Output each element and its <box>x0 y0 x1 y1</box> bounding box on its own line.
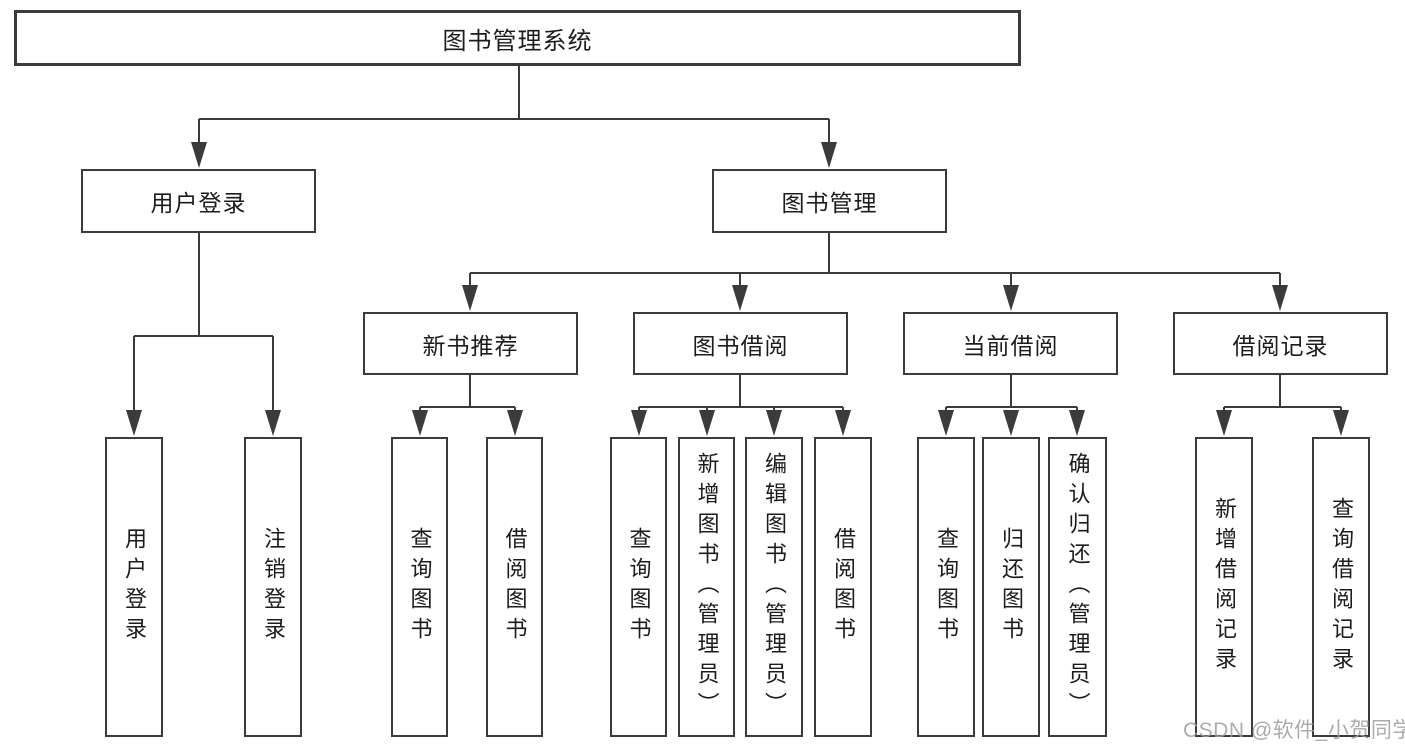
csdn-watermark: CSDN @软件_小贺同学 <box>1183 719 1405 742</box>
node-label: 图书借阅 <box>692 332 789 359</box>
arrowhead <box>699 410 715 436</box>
connector-user-login-branch <box>133 233 274 411</box>
leaf-label: 查询图书 <box>407 527 433 647</box>
node-label: 新书推荐 <box>422 332 519 359</box>
arrowhead <box>732 285 748 311</box>
arrowhead <box>835 410 851 436</box>
arrowhead <box>507 410 523 436</box>
arrowhead <box>1272 285 1288 311</box>
arrowhead <box>1333 410 1349 436</box>
leaf-query-books-current: 查询图书 <box>917 437 975 737</box>
node-label: 图书管理 <box>781 190 878 216</box>
arrowhead <box>412 410 428 436</box>
node-label: 当前借阅 <box>962 332 1059 359</box>
arrowhead <box>631 410 647 436</box>
leaf-label: 查询图书 <box>626 527 652 647</box>
leaf-query-borrow-record: 查询借阅记录 <box>1312 437 1370 737</box>
arrowhead <box>462 285 478 311</box>
node-label: 借阅记录 <box>1232 332 1329 359</box>
leaf-label: 用户登录 <box>122 527 147 647</box>
leaf-label: 新增图书（管理员） <box>694 452 720 722</box>
connector-current-borrowing-branch <box>945 375 1078 412</box>
arrowhead <box>1003 285 1019 311</box>
connector-book-borrowing-branch <box>638 375 844 412</box>
arrowhead <box>938 410 954 436</box>
leaf-logout: 注销登录 <box>244 437 302 737</box>
leaf-borrow-books-borrowing: 借阅图书 <box>814 437 872 737</box>
arrowhead <box>1216 410 1232 436</box>
connector-new-book-branch <box>419 375 516 412</box>
node-new-book-recommend: 新书推荐 <box>363 312 578 375</box>
arrowhead <box>821 142 837 168</box>
leaf-label: 借阅图书 <box>502 527 528 647</box>
connector-root-branch <box>198 66 830 144</box>
connector-lines <box>133 66 1342 412</box>
connector-borrowing-records-branch <box>1223 375 1342 412</box>
leaf-label: 确认归还（管理员） <box>1065 452 1091 722</box>
leaf-return-books: 归还图书 <box>982 437 1040 737</box>
leaf-label: 借阅图书 <box>831 527 856 647</box>
node-label: 用户登录 <box>150 190 247 216</box>
arrowhead <box>1003 410 1019 436</box>
node-user-login: 用户登录 <box>81 169 316 233</box>
leaf-label: 查询借阅记录 <box>1329 497 1354 677</box>
leaf-add-borrow-record: 新增借阅记录 <box>1195 437 1253 737</box>
arrowheads <box>126 142 1349 436</box>
node-root-library-management-system: 图书管理系统 <box>14 10 1021 66</box>
connector-book-management-branch <box>469 233 1281 287</box>
leaf-add-books-admin: 新增图书（管理员） <box>678 437 735 737</box>
node-current-borrowing: 当前借阅 <box>903 312 1118 375</box>
arrowhead <box>1069 410 1085 436</box>
node-book-management: 图书管理 <box>712 169 947 233</box>
arrowhead <box>265 410 281 436</box>
leaf-label: 编辑图书（管理员） <box>762 452 787 722</box>
leaf-query-books-recommend: 查询图书 <box>391 437 448 737</box>
arrowhead <box>766 410 782 436</box>
node-book-borrowing: 图书借阅 <box>633 312 848 375</box>
arrowhead <box>191 142 207 168</box>
leaf-label: 注销登录 <box>261 527 286 647</box>
leaf-user-login: 用户登录 <box>105 437 163 737</box>
leaf-label: 归还图书 <box>999 527 1024 647</box>
node-borrowing-records: 借阅记录 <box>1173 312 1388 375</box>
leaf-borrow-books-recommend: 借阅图书 <box>486 437 543 737</box>
node-label: 图书管理系统 <box>442 27 593 55</box>
leaf-label: 新增借阅记录 <box>1212 497 1237 677</box>
arrowhead <box>126 410 142 436</box>
leaf-query-books-borrowing: 查询图书 <box>610 437 667 737</box>
leaf-edit-books-admin: 编辑图书（管理员） <box>745 437 803 737</box>
leaf-confirm-return-admin: 确认归还（管理员） <box>1048 437 1107 737</box>
leaf-label: 查询图书 <box>934 527 959 647</box>
